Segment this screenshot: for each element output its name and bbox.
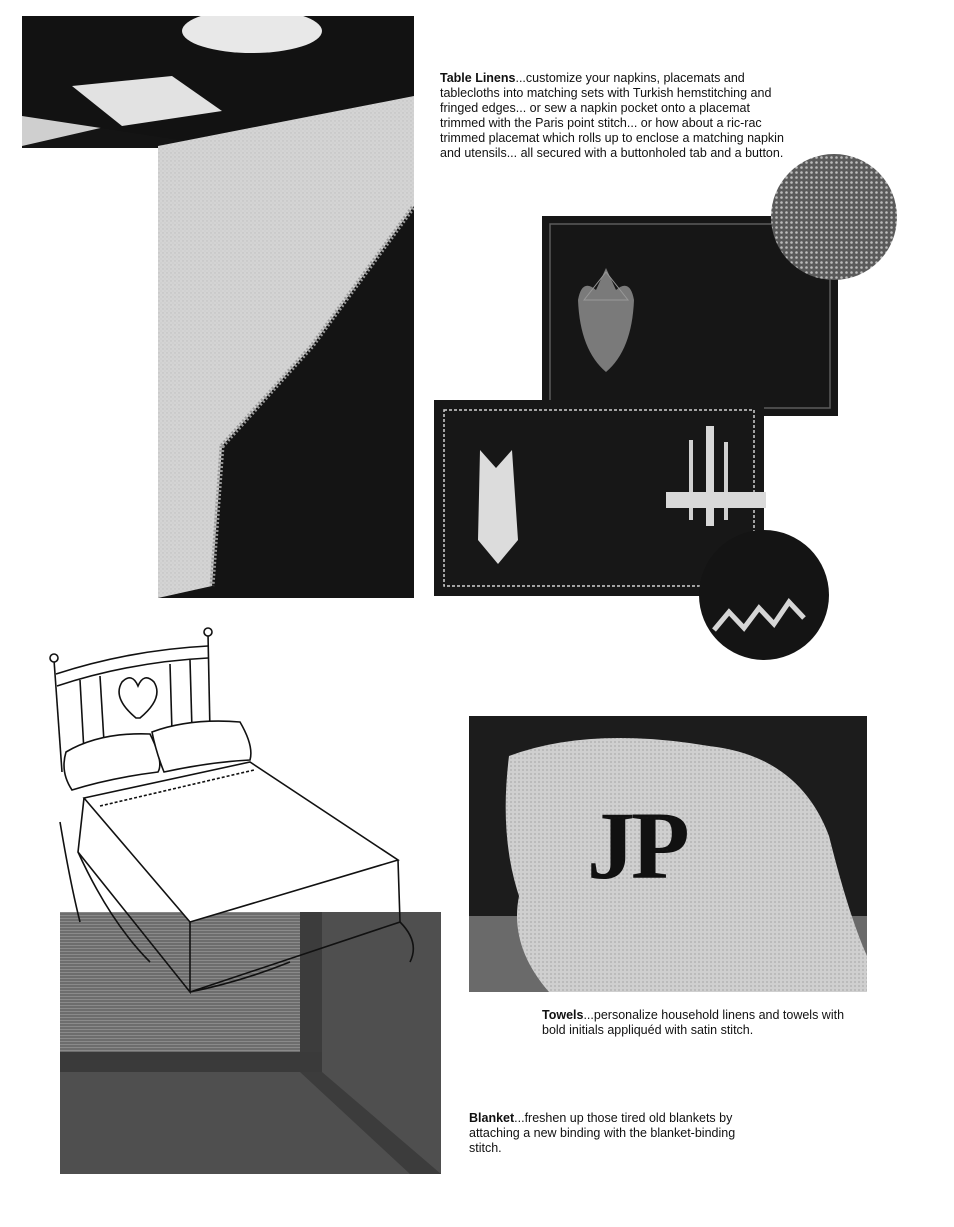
towels-lead: Towels	[542, 1008, 584, 1022]
blanket-photo	[60, 912, 441, 1174]
placemats-photo	[434, 150, 904, 662]
table-linens-body: ...customize your napkins, placemats and…	[440, 71, 784, 160]
towel-photo: JP	[469, 716, 867, 992]
towels-caption: Towels...personalize household linens an…	[542, 1008, 852, 1038]
blanket-lead: Blanket	[469, 1111, 515, 1125]
towels-body: ...personalize household linens and towe…	[542, 1008, 845, 1037]
blanket-body: ...freshen up those tired old blankets b…	[469, 1111, 736, 1155]
towel-monogram: JP	[587, 792, 690, 899]
bed-illustration	[40, 622, 420, 1042]
table-linens-caption: Table Linens...customize your napkins, p…	[440, 71, 790, 161]
tablecloth-photo	[22, 16, 414, 598]
table-linens-lead: Table Linens	[440, 71, 516, 85]
blanket-caption: Blanket...freshen up those tired old bla…	[469, 1111, 739, 1156]
